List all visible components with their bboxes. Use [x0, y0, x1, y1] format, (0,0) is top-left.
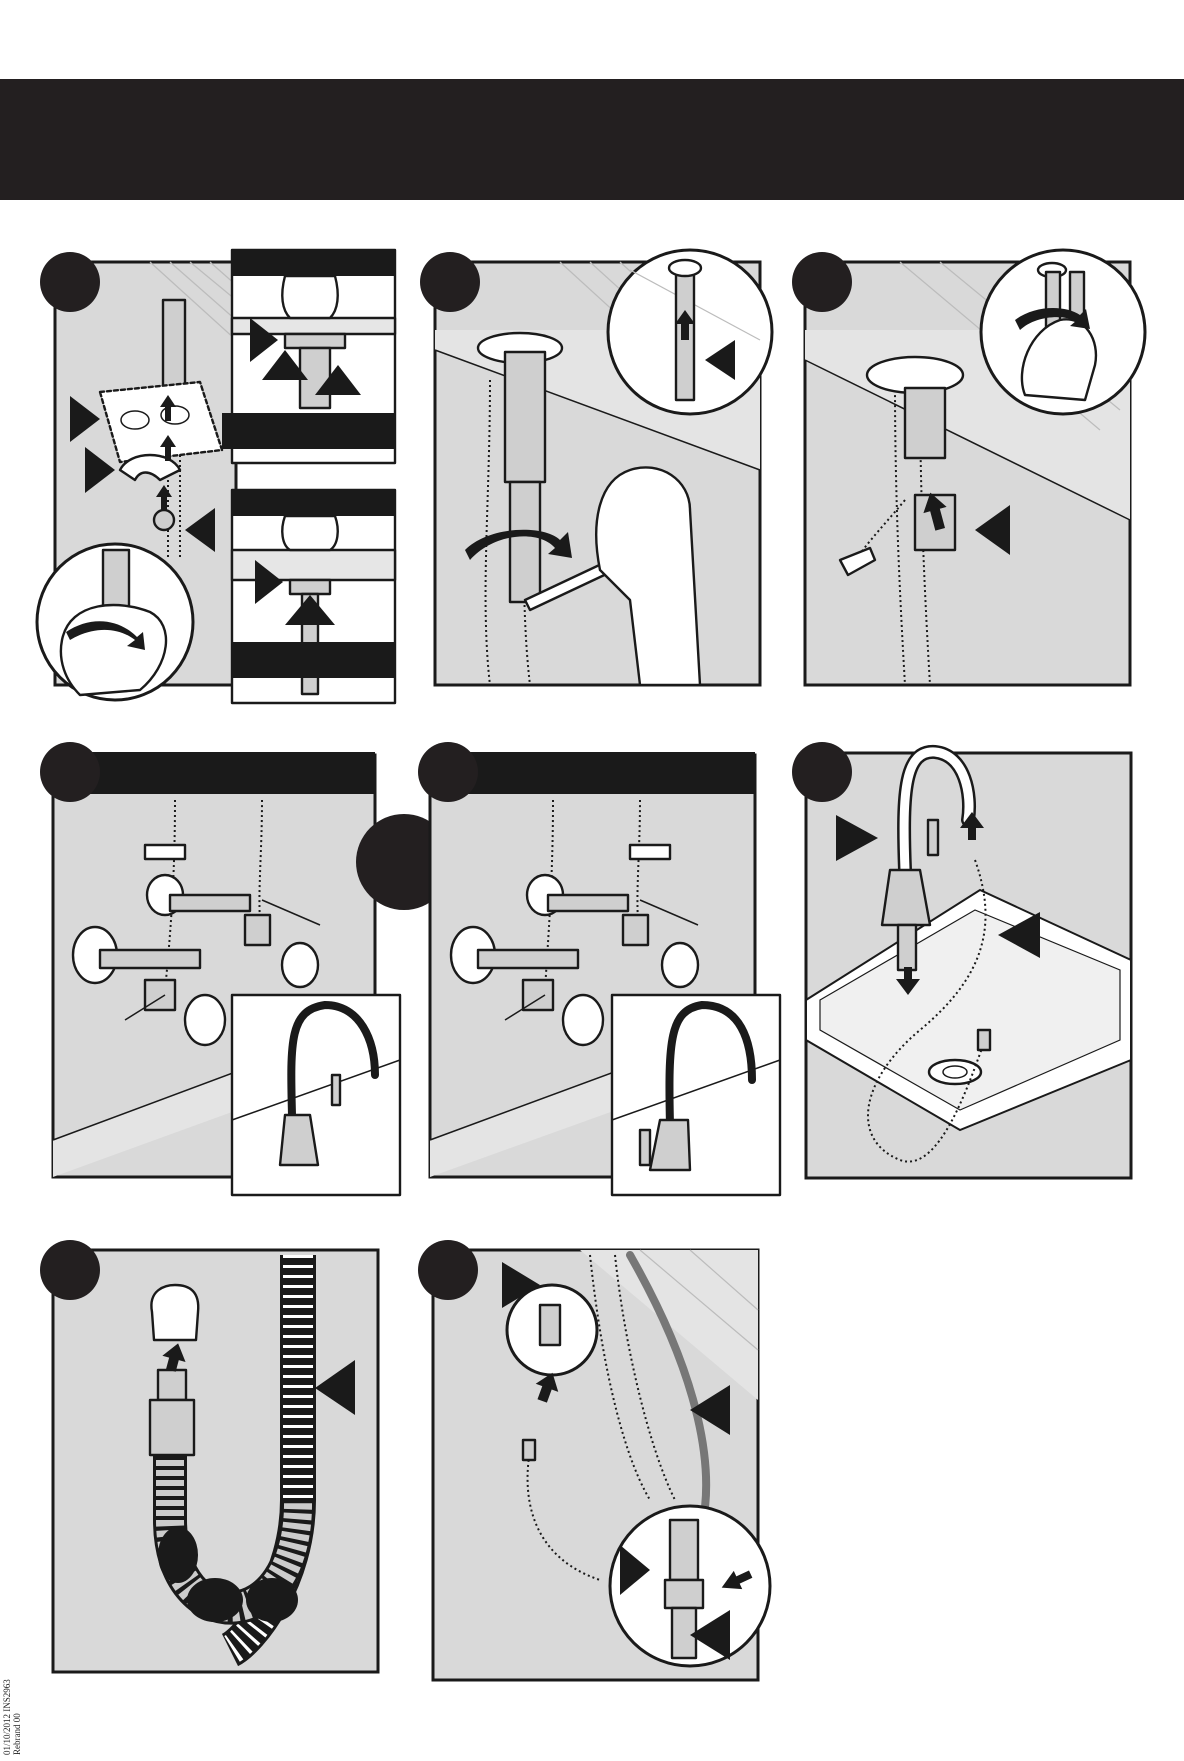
step-2-number-badge: [420, 252, 480, 312]
document-code-line-1: 01/10/2012 INS2963: [2, 1679, 12, 1755]
document-code-line-2: Rebrand 00: [12, 1679, 22, 1755]
step-7-number-badge: [418, 1240, 478, 1300]
step-1-number-badge: [40, 252, 100, 312]
document-code: 01/10/2012 INS2963 Rebrand 00: [2, 1679, 22, 1755]
step-3-number-badge: [792, 252, 852, 312]
